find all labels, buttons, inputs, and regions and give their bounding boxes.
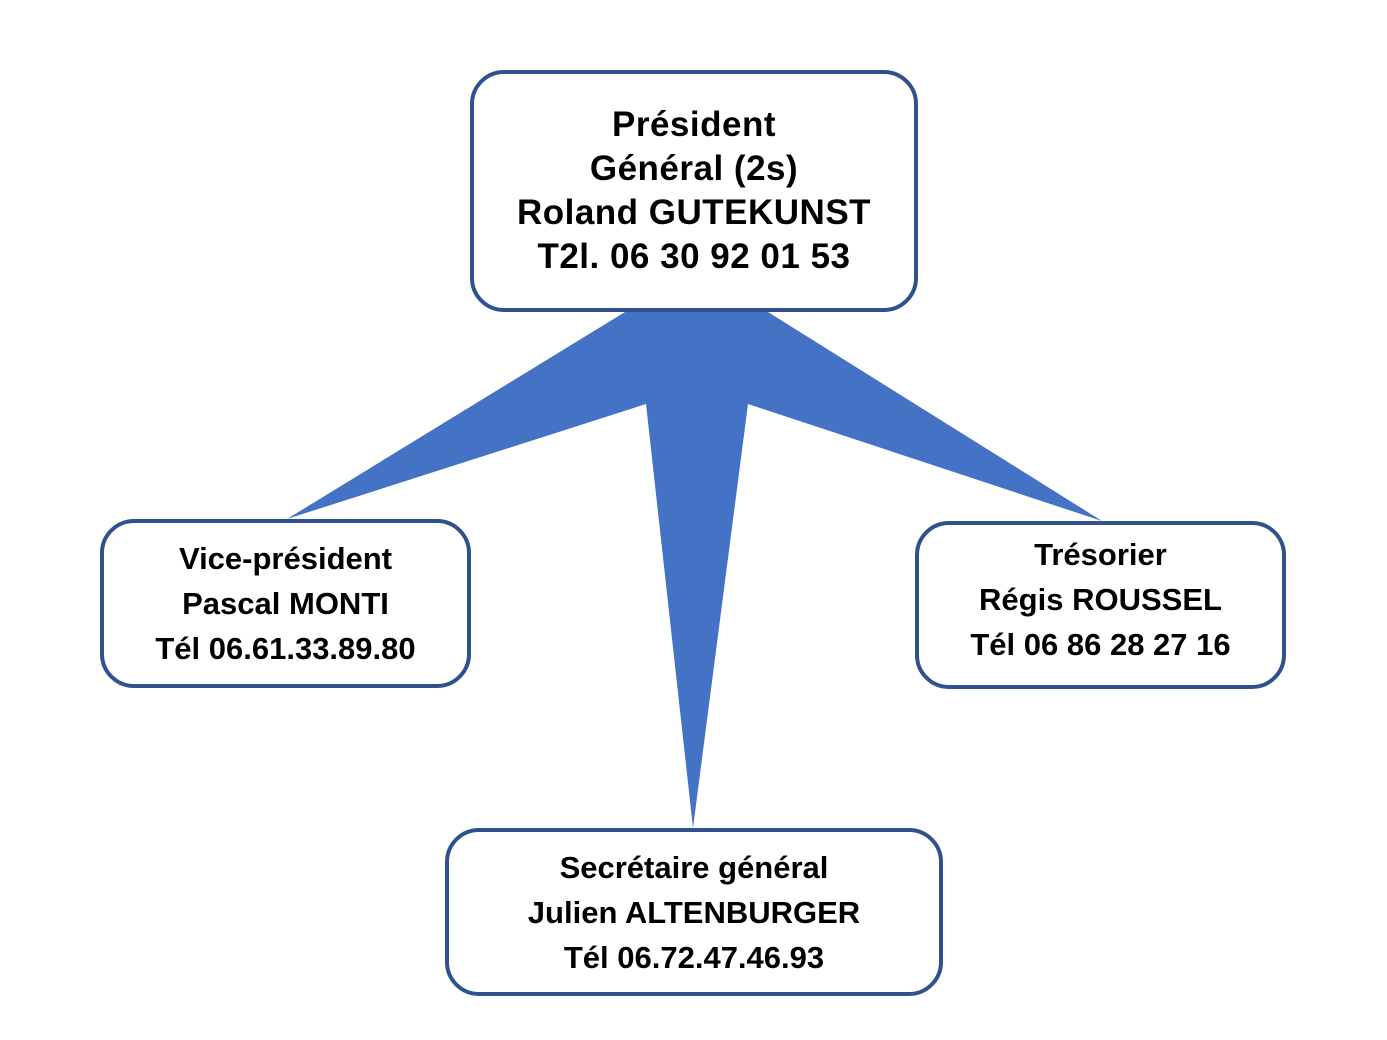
secretaire-role: Secrétaire général — [559, 849, 829, 885]
secretaire-name: Julien ALTENBURGER — [527, 894, 861, 930]
connector-star — [287, 312, 1102, 828]
president-rank: Général (2s) — [589, 149, 799, 188]
president-name: Roland GUTEKUNST — [516, 193, 872, 232]
vice-president-name: Pascal MONTI — [182, 586, 389, 621]
president-phone: T2l. 06 30 92 01 53 — [537, 237, 851, 276]
tresorier-role: Trésorier — [1034, 536, 1167, 572]
president-role: Président — [612, 105, 776, 144]
tresorier-name: Régis ROUSSEL — [979, 581, 1222, 617]
vice-president-role: Vice-président — [178, 541, 393, 576]
vice-president-box: Vice-président Pascal MONTI Tél 06.61.33… — [100, 519, 471, 688]
president-box: Président Général (2s) Roland GUTEKUNST … — [470, 70, 918, 312]
tresorier-phone: Tél 06 86 28 27 16 — [970, 626, 1231, 662]
tresorier-box: Trésorier Régis ROUSSEL Tél 06 86 28 27 … — [915, 521, 1286, 689]
vice-president-phone: Tél 06.61.33.89.80 — [155, 631, 416, 666]
secretaire-box: Secrétaire général Julien ALTENBURGER Té… — [445, 828, 943, 996]
secretaire-phone: Tél 06.72.47.46.93 — [563, 939, 825, 975]
